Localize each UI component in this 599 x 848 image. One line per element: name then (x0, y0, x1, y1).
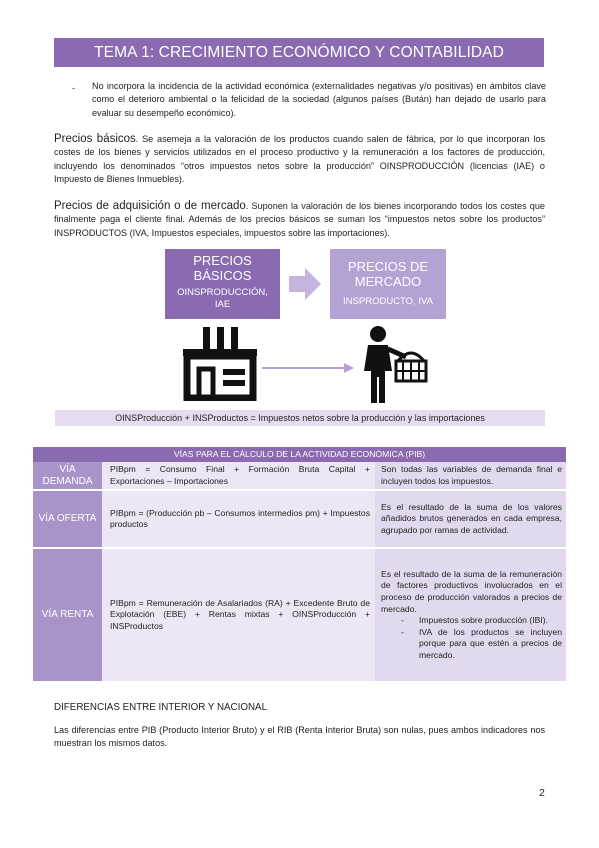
row-formula-oferta: PIBpm = (Producción pb – Consumos interm… (102, 490, 375, 550)
vias-table-header: VÍAS PARA EL CÁLCULO DE LA ACTIVIDAD ECO… (33, 447, 566, 462)
row-label-oferta: VÍA OFERTA (33, 490, 102, 550)
shopper-icon (364, 326, 428, 403)
precios-basicos-text: . Se asemeja a la valoración de los prod… (54, 134, 545, 184)
impuestos-note: OINSProducción + INSProductos = Impuesto… (55, 410, 545, 426)
bullet-text: No incorpora la incidencia de la activid… (92, 81, 546, 118)
precios-basicos-paragraph: Precios básicos. Se asemeja a la valorac… (54, 133, 545, 186)
precios-adquisicion-term: Precios de adquisición o de mercado (54, 200, 246, 212)
row-label-demanda: VÍA DEMANDA (33, 462, 102, 492)
precios-basicos-term: Precios básicos (54, 133, 136, 145)
box1-title-line1: PRECIOS (193, 253, 252, 268)
precios-mercado-box: PRECIOS DE MERCADO INSPRODUCTO, IVA (330, 249, 446, 319)
row-desc-oferta: Es el resultado de la suma de los valore… (375, 490, 566, 550)
renta-items-list: Impuestos sobre producción (IBI). IVA de… (381, 615, 562, 661)
row-formula-renta: PIBpm = Remuneración de Asalariados (RA)… (102, 548, 375, 684)
box1-title-line2: BÁSICOS (193, 268, 252, 283)
box2-title-line2: MERCADO (354, 274, 422, 289)
box1-sub-line1: OINSPRODUCCIÓN, (177, 287, 268, 298)
precios-adquisicion-paragraph: Precios de adquisición o de mercado. Sup… (54, 200, 545, 240)
diferencias-title: DIFERENCIAS ENTRE INTERIOR Y NACIONAL (54, 702, 268, 713)
row-label-renta: VÍA RENTA (33, 548, 102, 684)
box2-sub: INSPRODUCTO, IVA (343, 296, 433, 307)
row-desc-demanda: Son todas las variables de demanda final… (375, 462, 566, 492)
page-number: 2 (539, 787, 545, 799)
diferencias-text: Las diferencias entre PIB (Producto Inte… (54, 725, 545, 749)
vias-table: VÍAS PARA EL CÁLCULO DE LA ACTIVIDAD ECO… (33, 447, 566, 684)
process-arrow-icon (262, 363, 354, 373)
table-row: VÍA DEMANDA PIBpm = Consumo Final + Form… (33, 462, 566, 492)
page-title: TEMA 1: CRECIMIENTO ECONÓMICO Y CONTABIL… (54, 38, 544, 90)
table-row: VÍA RENTA PIBpm = Remuneración de Asalar… (33, 548, 566, 684)
row-formula-demanda: PIBpm = Consumo Final + Formación Bruta … (102, 462, 375, 492)
box1-sub-line2: IAE (214, 299, 231, 310)
list-item: IVA de los productos se incluyen porque … (401, 627, 562, 662)
row-desc-renta: Es el resultado de la suma de la remuner… (381, 568, 562, 614)
box2-title-line1: PRECIOS DE (347, 259, 429, 274)
precios-basicos-box: PRECIOS BÁSICOS OINSPRODUCCIÓN, IAE (165, 249, 280, 319)
right-arrow-icon (289, 268, 321, 300)
factory-icon (183, 327, 257, 401)
table-row: VÍA OFERTA PIBpm = (Producción pb – Cons… (33, 490, 566, 550)
precios-adquisicion-text: . Suponen la valoración de los bienes in… (54, 201, 545, 238)
row-desc-renta-cell: Es el resultado de la suma de la remuner… (375, 548, 566, 684)
bullet-marker: - (72, 83, 76, 93)
list-item: Impuestos sobre producción (IBI). (401, 615, 562, 627)
